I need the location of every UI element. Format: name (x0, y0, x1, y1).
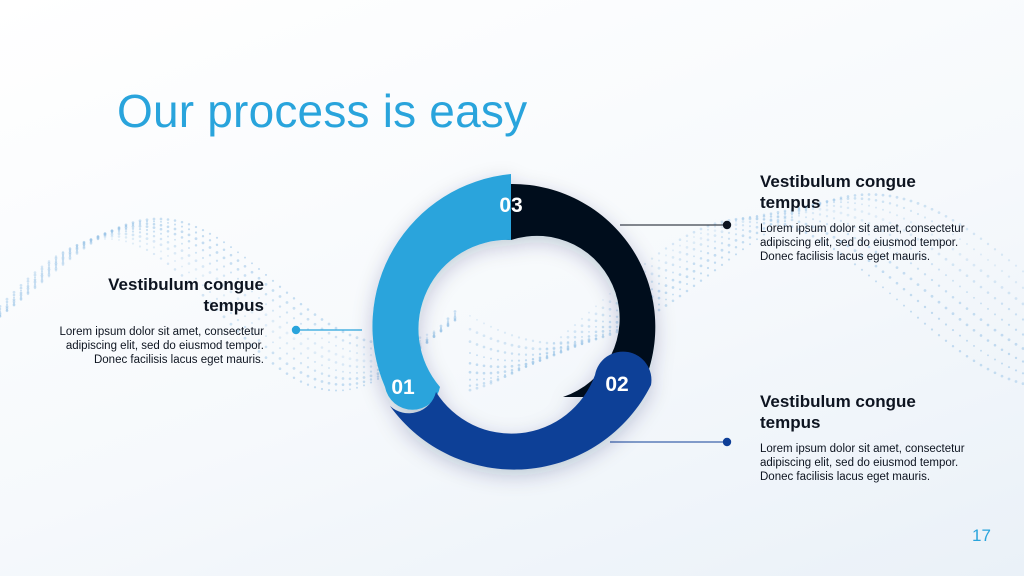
segment-03 (483, 183, 656, 397)
block-heading: Vestibulum congue tempus (108, 275, 264, 315)
step-label-01: 01 (391, 376, 415, 399)
connector-dot-left (291, 325, 301, 335)
block-body: Lorem ipsum dolor sit amet, consectetur … (760, 443, 965, 483)
connector-dot-right-top (722, 220, 732, 230)
text-block-right-top: Vestibulum congue tempus Lorem ipsum dol… (760, 171, 965, 264)
block-body: Lorem ipsum dolor sit amet, consectetur … (59, 326, 264, 366)
connector-dot-right-bottom (722, 437, 732, 447)
step-label-02: 02 (605, 373, 628, 396)
block-body: Lorem ipsum dolor sit amet, consectetur … (760, 223, 965, 263)
block-heading: Vestibulum congue tempus (760, 392, 916, 432)
slide-title: Our process is easy (117, 85, 528, 137)
step-label-03: 03 (499, 194, 522, 217)
block-heading: Vestibulum congue tempus (760, 172, 916, 212)
segment-02 (390, 351, 652, 470)
page-number: 17 (972, 526, 991, 545)
text-block-right-bottom: Vestibulum congue tempus Lorem ipsum dol… (760, 391, 965, 484)
segment-01 (372, 174, 511, 410)
text-block-left: Vestibulum congue tempus Lorem ipsum dol… (59, 274, 264, 367)
